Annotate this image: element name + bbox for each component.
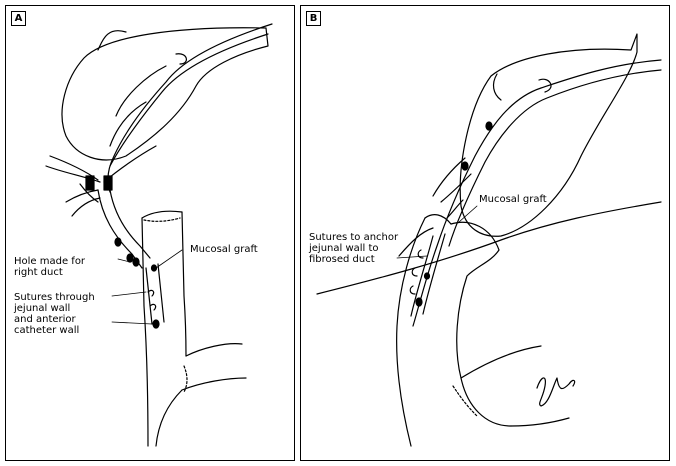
panel-b-tag: B <box>306 11 321 26</box>
label-line: Hole made for <box>14 256 86 267</box>
label-line: catheter wall <box>14 325 80 336</box>
label-line: right duct <box>14 267 63 278</box>
label-line: and anterior <box>14 314 76 325</box>
liver-edge <box>97 30 127 51</box>
catheter-upper <box>107 23 273 193</box>
label-line: Mucosal graft <box>190 244 258 255</box>
duct <box>97 189 143 269</box>
label-sutures-anchor: Sutures to anchor jejunal wall to fibros… <box>309 232 398 265</box>
artist-signature <box>536 377 576 407</box>
panel-b-illustration <box>316 33 662 447</box>
panel-a: A <box>5 5 295 461</box>
panel-a-illustration <box>45 23 273 447</box>
panel-b: B <box>300 5 670 461</box>
label-line: jejunal wall <box>14 303 71 314</box>
liver-outline <box>61 27 269 161</box>
label-hole-right-duct: Hole made for right duct <box>14 256 85 278</box>
label-line: jejunal wall to <box>309 243 379 254</box>
label-line: Sutures through <box>14 292 95 303</box>
label-mucosal-graft-a: Mucosal graft <box>190 244 258 255</box>
panel-a-tag: A <box>11 11 26 26</box>
label-line: Sutures to anchor <box>309 232 399 243</box>
jejunal-limb <box>396 217 426 447</box>
jejunal-limb <box>141 217 149 447</box>
label-line: Mucosal graft <box>479 194 547 205</box>
label-sutures-through: Sutures through jejunal wall and anterio… <box>14 292 95 336</box>
label-mucosal-graft-b: Mucosal graft <box>479 194 547 205</box>
label-line: fibrosed duct <box>309 254 375 265</box>
catheter-upper <box>412 59 662 327</box>
